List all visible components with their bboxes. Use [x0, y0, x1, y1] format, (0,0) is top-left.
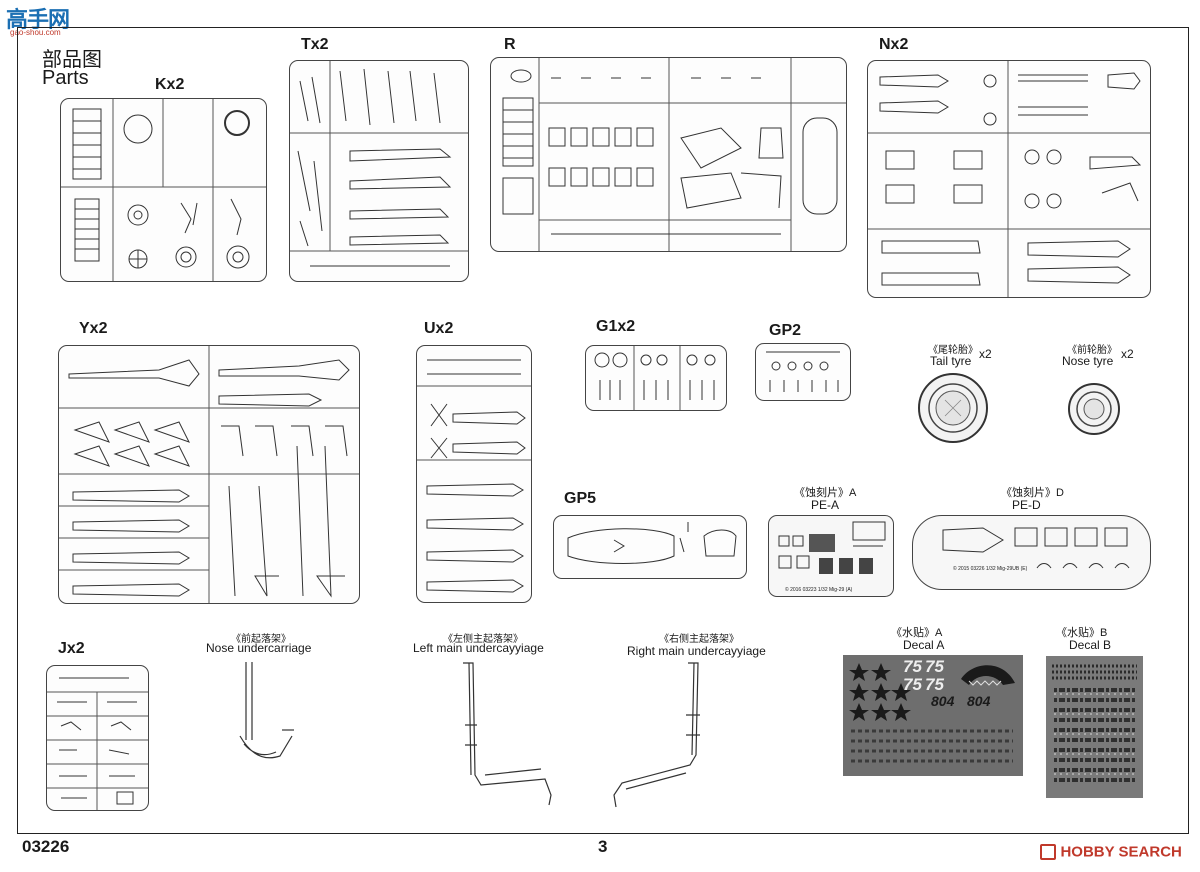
- decal-a-stars: [849, 663, 1015, 763]
- nose-tyre: [1068, 383, 1120, 435]
- sprue-label-t: Tx2: [301, 36, 329, 53]
- pe-a-code: © 2016 03223 1/32 Mig-29 (A): [785, 587, 853, 593]
- kit-code: 03226: [22, 837, 70, 856]
- sprue-u: [416, 345, 532, 603]
- pe-a-fret-drawing: [778, 521, 886, 574]
- sprue-label-u: Ux2: [424, 320, 454, 337]
- sprue-label-k: Kx2: [155, 76, 185, 93]
- decal-a-number-1: 75: [903, 657, 922, 676]
- sprue-label-r: R: [504, 36, 516, 53]
- pe-d-label-en: PE-D: [1012, 498, 1041, 512]
- sprue-g1: [585, 345, 727, 411]
- sprue-j: [46, 665, 149, 811]
- decal-a-number-4: 75: [925, 675, 944, 694]
- sprue-u-drawing: [417, 359, 531, 593]
- decal-a-label-en: Decal A: [903, 638, 945, 652]
- sprue-r: [490, 57, 847, 252]
- parts-header-en: Parts: [42, 67, 89, 89]
- sprue-y: [58, 345, 360, 604]
- pe-d-fret-drawing: [942, 527, 1130, 569]
- nose-gear-label-cn: 《前起落架》: [231, 634, 291, 645]
- sprue-g1-drawing: [594, 346, 716, 410]
- sprue-label-y: Yx2: [79, 320, 108, 337]
- pe-d-fret: © 2015 03226 1/32 Mig-29UB (E): [912, 515, 1151, 590]
- pe-d-code: © 2015 03226 1/32 Mig-29UB (E): [953, 566, 1028, 572]
- nose-tyre-label-en: Nose tyre: [1062, 354, 1114, 368]
- right-main-undercarriage: [613, 662, 700, 808]
- sprue-k-drawing: [61, 99, 266, 281]
- left-gear-label-en: Left main undercayyiage: [413, 641, 544, 655]
- sprue-n: [867, 60, 1151, 298]
- sprue-label-n: Nx2: [879, 36, 909, 53]
- decal-sheet-b: [1046, 656, 1143, 798]
- right-gear-label-cn: 《右侧主起落架》: [659, 634, 739, 645]
- page-number: 3: [598, 837, 608, 856]
- decal-a-label-cn: 《水贴》A: [891, 627, 943, 639]
- sprue-gp2-drawing: [766, 351, 840, 392]
- parts-header-cn: 部品图: [42, 49, 102, 71]
- nose-tyre-label-cn: 《前轮胎》: [1067, 345, 1117, 356]
- decal-b-markings: [1052, 664, 1137, 782]
- sprue-gp5: [553, 515, 747, 579]
- sprue-gp2: [755, 343, 851, 401]
- decal-b-label-en: Decal B: [1069, 638, 1112, 652]
- sprue-y-drawing: [59, 346, 359, 603]
- decal-a-number-2: 75: [925, 657, 944, 676]
- page-frame: [17, 27, 1189, 834]
- sprue-t-drawing: [290, 61, 468, 267]
- sprue-gp5-drawing: [567, 522, 737, 564]
- sprue-j-drawing: [47, 677, 148, 810]
- sprue-r-drawing: [502, 58, 846, 251]
- decal-a-marking-1: 804: [931, 693, 955, 709]
- sprue-label-j: Jx2: [58, 640, 85, 657]
- right-gear-label-en: Right main undercayyiage: [627, 644, 766, 658]
- nose-undercarriage: [239, 662, 294, 759]
- decal-sheet-a: 75 75 75 75 804 804: [843, 655, 1023, 776]
- sprue-label-gp5: GP5: [564, 490, 597, 507]
- tail-tyre-label-en: Tail tyre: [930, 354, 972, 368]
- sprue-n-drawing: [868, 61, 1150, 297]
- decal-b-label-cn: 《水贴》B: [1056, 627, 1108, 639]
- pe-a-fret: © 2016 03223 1/32 Mig-29 (A): [768, 515, 894, 597]
- pe-d-label-cn: 《蚀刻片》D: [1001, 487, 1064, 499]
- tail-tyre-label-cn: 《尾轮胎》: [928, 345, 978, 356]
- left-main-undercarriage: [463, 662, 552, 806]
- watermark: HOBBY SEARCH: [1040, 843, 1182, 863]
- pe-a-label-cn: 《蚀刻片》A: [794, 487, 857, 499]
- sprue-label-g1: G1x2: [596, 318, 636, 335]
- watermark-text: HOBBY SEARCH: [1060, 843, 1182, 861]
- tail-tyre-qty: x2: [979, 347, 992, 361]
- decal-a-number-3: 75: [903, 675, 922, 694]
- site-logo-url: gao-shou.com: [10, 28, 61, 37]
- watermark-icon: [1040, 843, 1056, 860]
- sprue-k: [60, 98, 267, 282]
- sprue-label-gp2: GP2: [769, 322, 802, 339]
- decal-a-marking-2: 804: [967, 693, 991, 709]
- tail-tyre: [918, 373, 988, 443]
- left-gear-label-cn: 《左侧主起落架》: [443, 634, 523, 645]
- nose-gear-label-en: Nose undercarriage: [206, 641, 312, 655]
- nose-tyre-qty: x2: [1121, 347, 1134, 361]
- pe-a-label-en: PE-A: [811, 498, 840, 512]
- sprue-t: [289, 60, 469, 282]
